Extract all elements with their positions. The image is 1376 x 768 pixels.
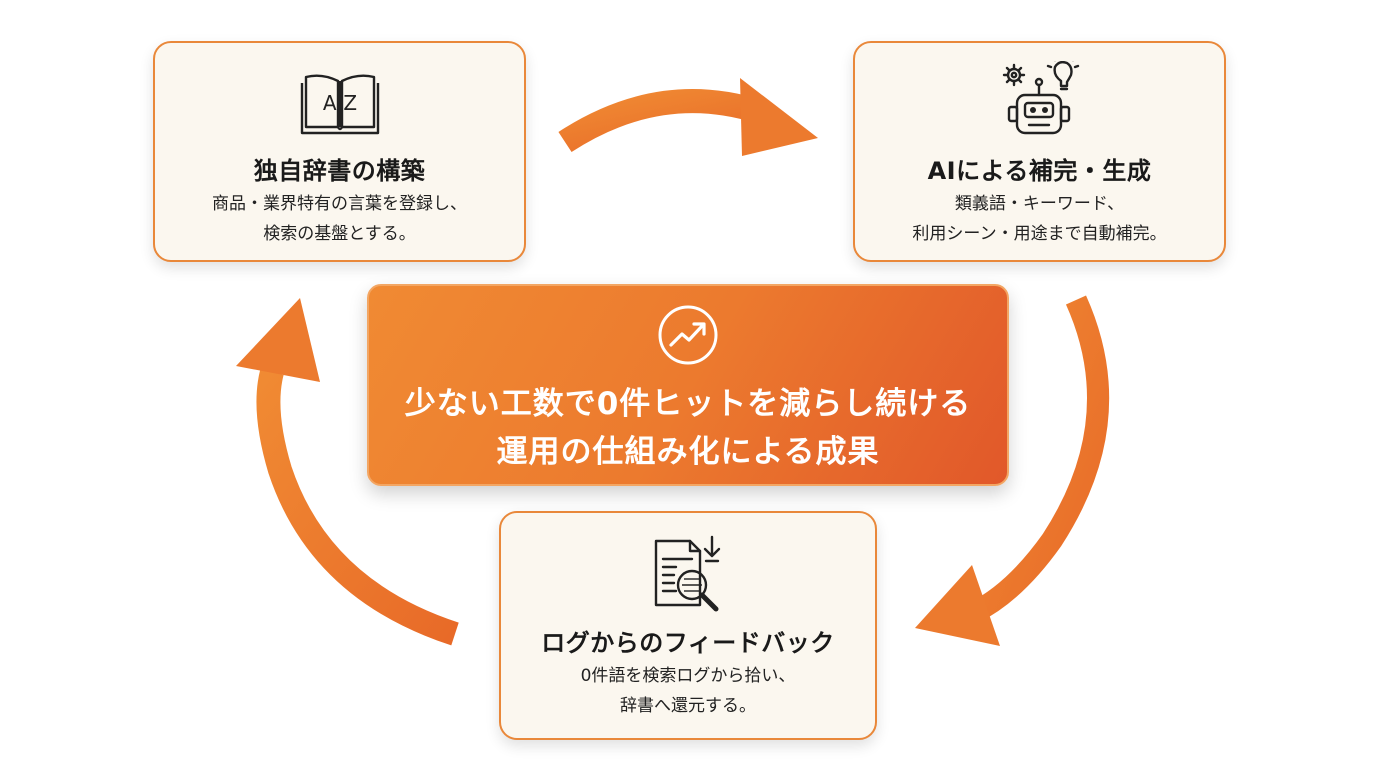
center-headline: 少ない工数で0件ヒットを減らし続ける	[404, 386, 972, 422]
card-title: ログからのフィードバック	[541, 629, 835, 657]
book-icon-label: A-Z	[322, 91, 356, 115]
robot-gear-bulb-icon	[995, 56, 1085, 145]
card-title: AIによる補完・生成	[927, 157, 1152, 185]
card-desc-line: 検索の基盤とする。	[263, 224, 416, 244]
center-result-box: 少ない工数で0件ヒットを減らし続ける 運用の仕組み化による成果	[367, 284, 1009, 486]
card-log-feedback: ログからのフィードバック 0件語を検索ログから拾い、 辞書へ還元する。	[499, 511, 877, 740]
card-description: 類義語・キーワード、 利用シーン・用途まで自動補完。	[855, 189, 1224, 249]
card-desc-line: 商品・業界特有の言葉を登録し、	[212, 194, 467, 214]
book-a-z-icon: A-Z	[300, 67, 380, 141]
center-subheadline: 運用の仕組み化による成果	[496, 434, 880, 470]
card-desc-line: 辞書へ還元する。	[620, 696, 756, 716]
trend-up-icon	[656, 303, 720, 371]
card-dictionary: A-Z 独自辞書の構築 商品・業界特有の言葉を登録し、 検索の基盤とする。	[153, 41, 526, 262]
card-description: 商品・業界特有の言葉を登録し、 検索の基盤とする。	[155, 189, 524, 249]
card-desc-line: 類義語・キーワード、	[954, 194, 1125, 214]
document-magnifier-icon	[646, 535, 730, 619]
arrow-dict-to-ai	[558, 78, 818, 156]
card-ai-completion: AIによる補完・生成 類義語・キーワード、 利用シーン・用途まで自動補完。	[853, 41, 1226, 262]
card-desc-line: 0件語を検索ログから拾い、	[580, 666, 796, 686]
card-title: 独自辞書の構築	[253, 157, 426, 185]
card-desc-line: 利用シーン・用途まで自動補完。	[912, 224, 1167, 244]
card-description: 0件語を検索ログから拾い、 辞書へ還元する。	[501, 661, 875, 721]
